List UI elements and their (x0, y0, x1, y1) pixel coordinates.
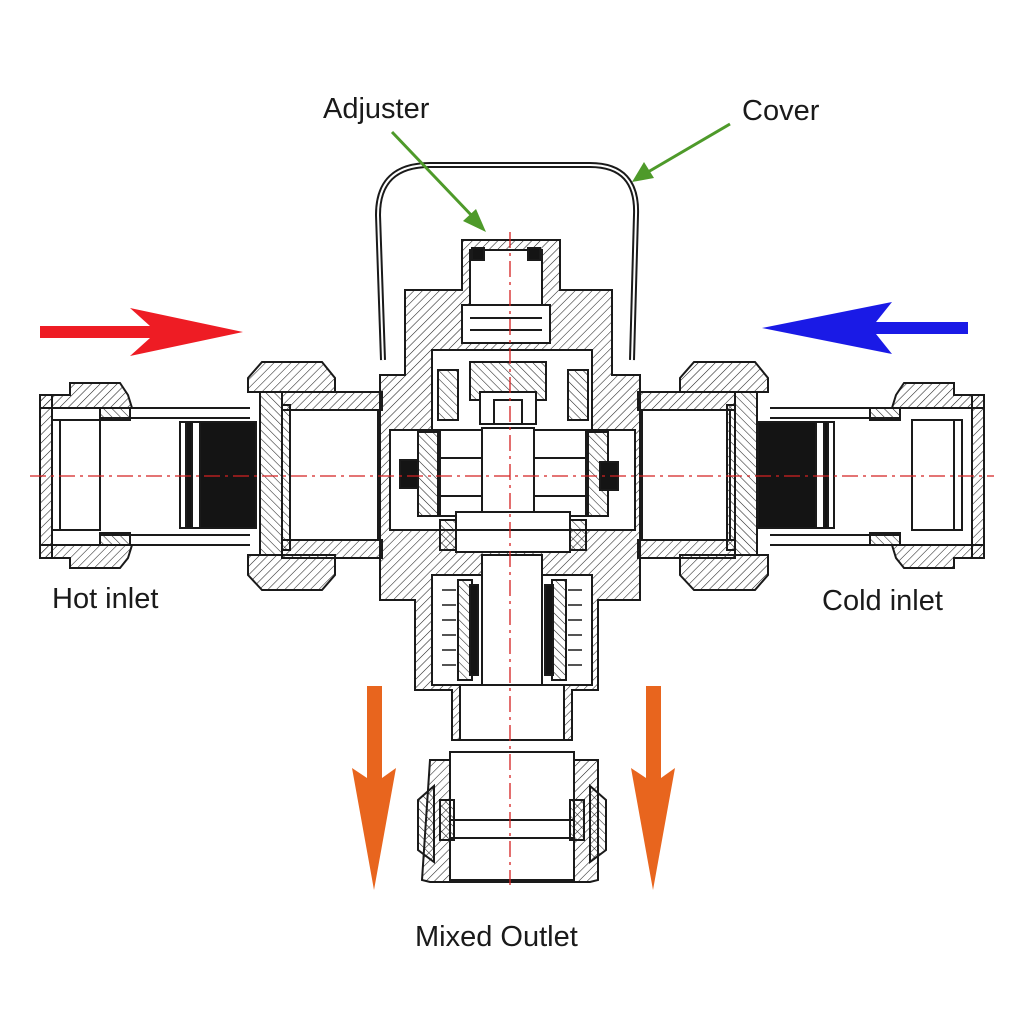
centerlines (30, 232, 994, 885)
hot-inlet-label: Hot inlet (52, 583, 159, 615)
hot-inlet-fitting (39, 361, 383, 591)
valve-body (379, 239, 641, 741)
outlet-flow-arrow-left-icon (352, 686, 396, 890)
outlet-flow-arrow-right-icon (631, 686, 675, 890)
mixed-outlet-label: Mixed Outlet (415, 921, 578, 953)
adjuster-label: Adjuster (323, 93, 430, 125)
cover-pointer-arrow-icon (632, 122, 731, 182)
cover-label: Cover (742, 95, 820, 127)
spring (442, 589, 582, 666)
cold-inlet-label: Cold inlet (822, 585, 943, 617)
hot-flow-arrow-icon (40, 308, 243, 356)
cold-inlet-fitting (637, 361, 985, 591)
cold-flow-arrow-icon (762, 302, 968, 354)
outlet-fitting (417, 751, 607, 883)
adjuster-pointer-arrow-icon (390, 130, 486, 232)
